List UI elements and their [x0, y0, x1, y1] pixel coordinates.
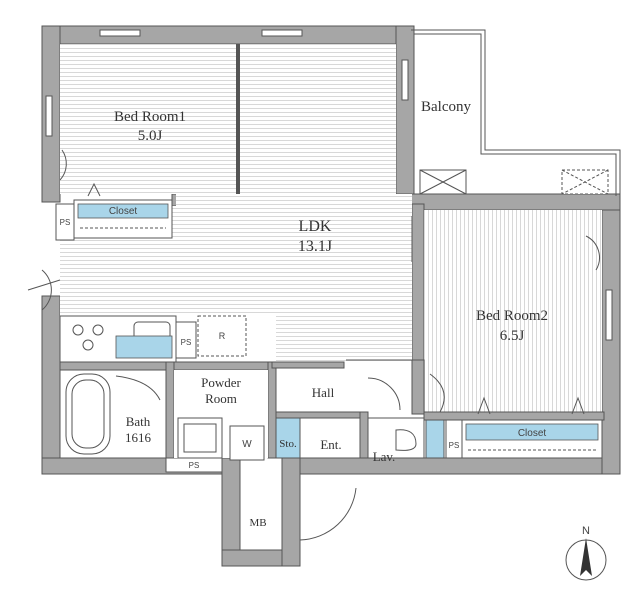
powder-room-line1: Powder — [201, 375, 241, 390]
mb-name: MB — [249, 517, 266, 529]
powder-room — [174, 370, 268, 461]
kitchen — [59, 315, 247, 363]
fridge-label: R — [219, 331, 226, 341]
storage-name: Sto. — [279, 438, 297, 450]
ps-left-label: PS — [60, 218, 71, 227]
exterior-walls — [41, 25, 621, 567]
bedroom2-name: Bed Room2 — [476, 308, 548, 324]
lavatory-name: Lav. — [373, 449, 396, 464]
balcony-name: Balcony — [421, 99, 471, 115]
north-arrow: N — [565, 525, 607, 581]
ps-kitchen-label: PS — [181, 338, 192, 347]
closet-1 — [55, 182, 173, 241]
lavatory — [367, 373, 463, 459]
windows — [45, 29, 613, 341]
bath-line2: 1616 — [125, 430, 152, 445]
bedroom1-size: 5.0J — [138, 128, 163, 144]
bedroom2-size: 6.5J — [500, 328, 525, 344]
ldk-name: LDK — [299, 218, 332, 235]
doors — [27, 149, 600, 361]
powder-room-line2: Room — [205, 391, 237, 406]
north-label: N — [582, 525, 590, 537]
closet2-label: Closet — [518, 428, 547, 439]
entrance-name: Ent. — [320, 437, 341, 452]
ldk-size: 13.1J — [298, 238, 332, 255]
ps-lav-label: PS — [449, 441, 460, 450]
bedroom1-partition — [236, 44, 240, 194]
ps-bath-label: PS — [189, 461, 200, 470]
bath — [59, 369, 223, 473]
floors — [60, 44, 602, 414]
balcony-outline — [411, 29, 621, 196]
hall-name: Hall — [312, 385, 335, 400]
closet1-label: Closet — [109, 206, 138, 217]
closet-2 — [461, 396, 603, 459]
hall-area — [275, 377, 401, 541]
bath-line1: Bath — [126, 414, 151, 429]
bedroom1-name: Bed Room1 — [114, 109, 186, 125]
washer-label: W — [242, 439, 252, 450]
